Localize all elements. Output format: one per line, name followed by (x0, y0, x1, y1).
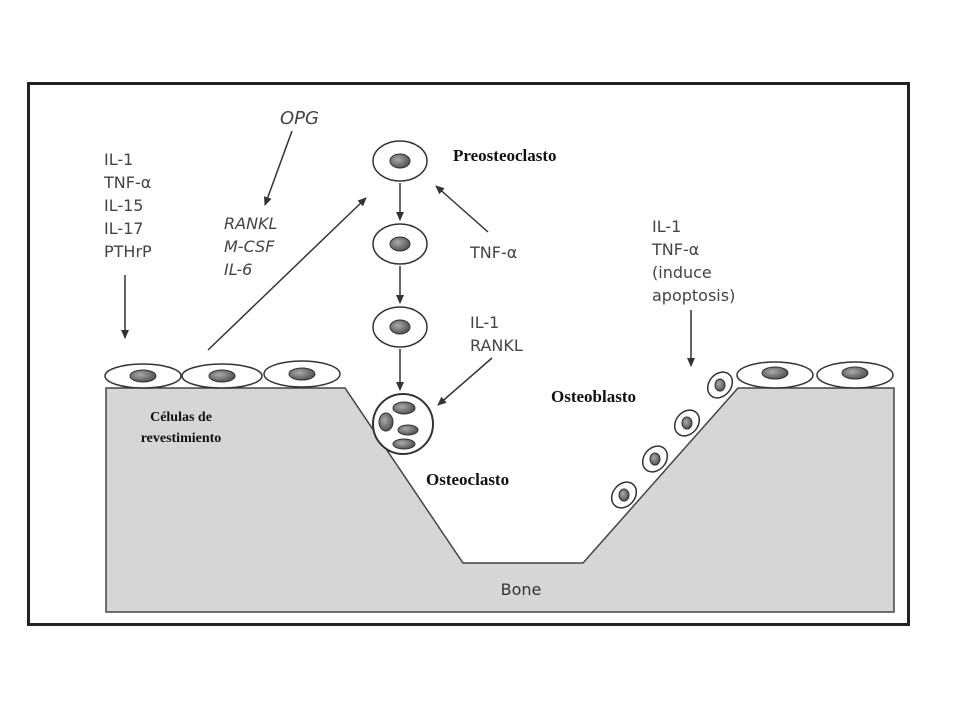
lining-cells-label: revestimiento (141, 431, 222, 446)
osteoclast-cell (372, 393, 434, 455)
right-factor-list: IL-1 TNF-α (induce apoptosis) (651, 217, 735, 305)
lining-cell (736, 361, 814, 389)
factor-label: M-CSF (224, 237, 275, 256)
lining-cell (263, 360, 341, 388)
osteoblast-cell (641, 445, 669, 473)
factor-label: (induce (652, 263, 712, 282)
preosteoclast-cell (372, 306, 428, 348)
il1-rankl-group: IL-1 RANKL (470, 313, 523, 355)
osteoclast-label: Osteoclasto (426, 470, 509, 489)
factor-label: TNF-α (651, 240, 699, 259)
osteoblast-label: Osteoblasto (551, 387, 636, 406)
factor-label: IL-1 (652, 217, 681, 236)
bone-label: Bone (501, 580, 542, 599)
factor-label: IL-1 (470, 313, 499, 332)
lining-cell (816, 361, 894, 389)
factor-label: TNF-α (103, 173, 151, 192)
il1-rankl-to-osteoclast-arrow (437, 357, 493, 406)
lining-cell (181, 363, 263, 389)
tnf-alpha-label: TNF-α (469, 243, 517, 262)
left-factor-list: IL-1 TNF-α IL-15 IL-17 PTHrP (103, 150, 152, 261)
factor-label: IL-6 (224, 260, 252, 279)
opg-label: OPG (280, 108, 319, 129)
preosteoclast-cell (372, 140, 428, 182)
bone-tissue (105, 387, 895, 613)
factor-label: RANKL (224, 214, 277, 233)
factor-label: PTHrP (104, 242, 152, 261)
osteoblast-cell (610, 481, 638, 509)
factor-label: IL-17 (104, 219, 143, 238)
rankl-factor-group: RANKL M-CSF IL-6 (224, 214, 277, 279)
lining-to-preosteoclast-arrow (207, 197, 367, 351)
factor-label: apoptosis) (652, 286, 735, 305)
opg-arrow (263, 130, 293, 206)
preosteoclast-cell (372, 223, 428, 265)
lining-cell (104, 363, 182, 389)
factor-label: IL-1 (104, 150, 133, 169)
lining-cells-label: Células de (150, 410, 212, 425)
osteoblast-cell (706, 371, 734, 399)
factor-label: RANKL (470, 336, 523, 355)
osteoblast-cell (673, 409, 701, 437)
preosteoclast-label: Preosteoclasto (453, 146, 557, 165)
factor-label: IL-15 (104, 196, 143, 215)
tnf-to-preosteoclast-arrow (435, 185, 489, 233)
